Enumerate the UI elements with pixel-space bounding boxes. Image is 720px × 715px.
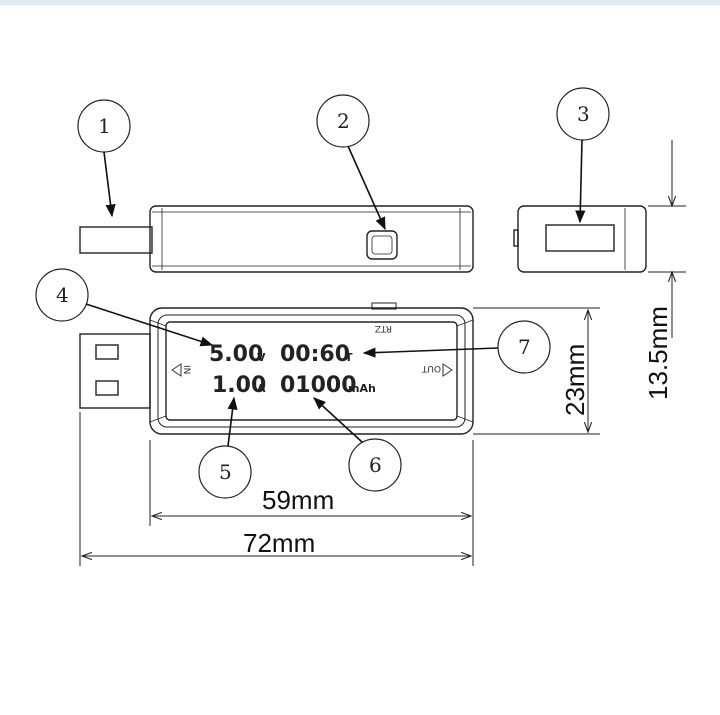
svg-text:2: 2 — [337, 109, 350, 133]
callout-7: 7 — [362, 320, 551, 374]
top-edge-bar — [0, 0, 720, 5]
callout-2: 2 — [316, 94, 386, 231]
lcd-screen — [165, 321, 458, 421]
total-width-label: 72mm — [243, 528, 315, 558]
callout-3: 3 — [556, 87, 610, 224]
brand-label: RTZ — [375, 323, 392, 333]
svg-text:5: 5 — [219, 460, 232, 484]
thickness-dimension — [648, 140, 686, 338]
current-unit: A — [257, 382, 266, 395]
voltage-value: 5.00 — [209, 342, 263, 367]
front-body-outer — [149, 307, 474, 435]
end-view-usb-port — [545, 224, 615, 252]
height-label: 23mm — [560, 344, 590, 416]
side-view — [79, 205, 474, 273]
in-indicator: IN — [171, 363, 191, 377]
svg-text:1: 1 — [98, 114, 111, 138]
capacity-unit: mAh — [348, 382, 376, 395]
svg-text:7: 7 — [518, 335, 531, 359]
usb-pin-bottom — [95, 380, 119, 396]
end-view — [513, 205, 647, 273]
current-value: 1.00 — [212, 373, 266, 398]
voltage-unit: V — [257, 351, 266, 364]
end-view-body — [517, 205, 647, 273]
svg-text:3: 3 — [577, 102, 590, 126]
width-dimensions — [79, 412, 474, 566]
out-label: OUT — [421, 363, 441, 373]
svg-text:6: 6 — [369, 453, 382, 477]
side-view-body — [149, 205, 474, 273]
thickness-label: 13.5mm — [643, 306, 673, 400]
usb-pin-top — [95, 344, 119, 360]
time-unit: T — [345, 351, 353, 364]
height-dimension — [473, 307, 600, 435]
lcd-readout: 5.00 V 00:60 T 1.00 A 01000 mAh RTZ IN O… — [171, 323, 453, 398]
out-indicator: OUT — [421, 363, 453, 377]
inner-width-label: 59mm — [262, 485, 334, 515]
callout-4: 4 — [35, 268, 214, 347]
front-view — [79, 302, 474, 435]
in-label: IN — [181, 365, 191, 374]
svg-text:4: 4 — [56, 283, 69, 307]
time-value: 00:60 — [280, 342, 350, 367]
callout-5: 5 — [198, 396, 252, 499]
capacity-value: 01000 — [280, 373, 357, 398]
side-view-button — [366, 230, 398, 260]
side-view-usb-plug — [79, 226, 153, 254]
callout-6: 6 — [313, 397, 402, 492]
callout-1: 1 — [77, 99, 131, 218]
